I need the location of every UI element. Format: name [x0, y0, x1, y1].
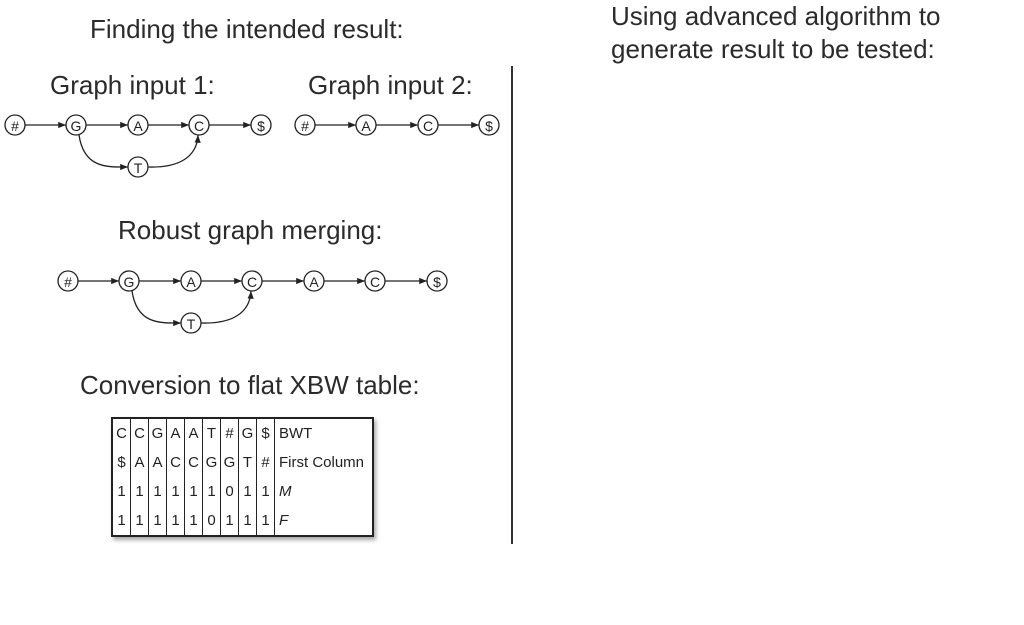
g2-node-3: $ [478, 114, 500, 136]
g1-node-3: C [188, 114, 210, 136]
panel-divider [511, 66, 513, 544]
row-label: M [274, 477, 373, 506]
table-cell: G [238, 418, 257, 448]
graph-input-2-title: Graph input 2: [308, 70, 473, 100]
table-cell: $ [117, 454, 126, 471]
xbw-conversion-title: Conversion to flat XBW table: [80, 370, 420, 400]
table-cell: 1 [117, 512, 126, 529]
table-cell: 0 [202, 506, 221, 536]
g1-node-5: T [127, 156, 149, 178]
svg-text:T: T [187, 316, 196, 332]
graph-diagrams: # G A C $ T # A C $ # G A C A C $ T [4, 114, 500, 334]
table-cell: T [202, 418, 221, 448]
table-cell: C [130, 418, 149, 448]
graph-input-1: # G A C $ T [4, 114, 272, 178]
merged-node-7: T [180, 312, 202, 334]
merged-node-4: A [303, 270, 325, 292]
table-cell: 1 [166, 477, 185, 506]
table-cell: 1 [148, 477, 167, 506]
row-label: First Column [274, 448, 373, 477]
svg-text:A: A [133, 118, 143, 134]
g1-node-0: # [4, 114, 26, 136]
g2-node-1: A [355, 114, 377, 136]
left-panel-title: Finding the intended result: [90, 14, 404, 44]
table-cell: A [130, 448, 149, 477]
svg-text:#: # [301, 118, 309, 134]
svg-text:C: C [370, 274, 380, 290]
table-cell: $ [256, 418, 275, 448]
svg-text:G: G [71, 118, 82, 134]
table-cell: C [166, 448, 185, 477]
table-cell: 1 [184, 477, 203, 506]
merged-node-3: C [241, 270, 263, 292]
table-cell: A [166, 418, 185, 448]
svg-text:$: $ [433, 274, 441, 290]
table-cell: 1 [130, 506, 149, 536]
row-label: BWT [274, 418, 373, 448]
table-cell: 0 [220, 477, 239, 506]
table-cell: # [256, 448, 275, 477]
table-cell: G [148, 418, 167, 448]
svg-text:$: $ [485, 118, 493, 134]
graph-input-2: # A C $ [294, 114, 500, 136]
table-cell: 1 [256, 477, 275, 506]
svg-text:C: C [423, 118, 433, 134]
g1-node-2: A [127, 114, 149, 136]
table-cell: 1 [130, 477, 149, 506]
merged-edge-7 [200, 290, 254, 324]
merged-node-6: $ [426, 270, 448, 292]
graph-merging-title: Robust graph merging: [118, 215, 383, 245]
graph-input-1-title: Graph input 1: [50, 70, 215, 100]
merged-graph: # G A C A C $ T [57, 270, 448, 334]
g1-edge-5 [147, 134, 201, 168]
merged-node-0: # [57, 270, 79, 292]
table-cell: A [148, 448, 167, 477]
table-cell: 1 [220, 506, 239, 536]
g2-node-0: # [294, 114, 316, 136]
svg-text:A: A [186, 274, 196, 290]
svg-text:C: C [247, 274, 257, 290]
table-cell: C [184, 448, 203, 477]
table-cell: A [184, 418, 203, 448]
table-cell: G [202, 448, 221, 477]
table-cell: 1 [256, 506, 275, 536]
svg-text:#: # [11, 118, 19, 134]
table-cell: 1 [238, 477, 257, 506]
table-cell: 1 [117, 483, 126, 500]
table-cell: # [220, 418, 239, 448]
table-cell: G [220, 448, 239, 477]
svg-text:A: A [361, 118, 371, 134]
merged-node-5: C [364, 270, 386, 292]
right-panel-title: Using advanced algorithm to generate res… [611, 1, 941, 64]
table-cell: C [116, 425, 127, 442]
row-label: F [274, 506, 373, 536]
table-cell: 1 [148, 506, 167, 536]
svg-text:T: T [134, 160, 143, 176]
table-cell: T [238, 448, 257, 477]
table-cell: 1 [238, 506, 257, 536]
table-cell: 1 [184, 506, 203, 536]
merged-node-2: A [180, 270, 202, 292]
svg-text:C: C [194, 118, 204, 134]
merged-node-1: G [118, 270, 140, 292]
g1-edge-4 [78, 134, 129, 171]
merged-edge-6 [131, 290, 182, 327]
svg-text:$: $ [257, 118, 265, 134]
g1-node-1: G [65, 114, 87, 136]
table-cell: 1 [202, 477, 221, 506]
svg-text:#: # [64, 274, 72, 290]
g1-node-4: $ [250, 114, 272, 136]
table-cell: 1 [166, 506, 185, 536]
svg-text:G: G [124, 274, 135, 290]
svg-text:A: A [309, 274, 319, 290]
g2-node-2: C [417, 114, 439, 136]
